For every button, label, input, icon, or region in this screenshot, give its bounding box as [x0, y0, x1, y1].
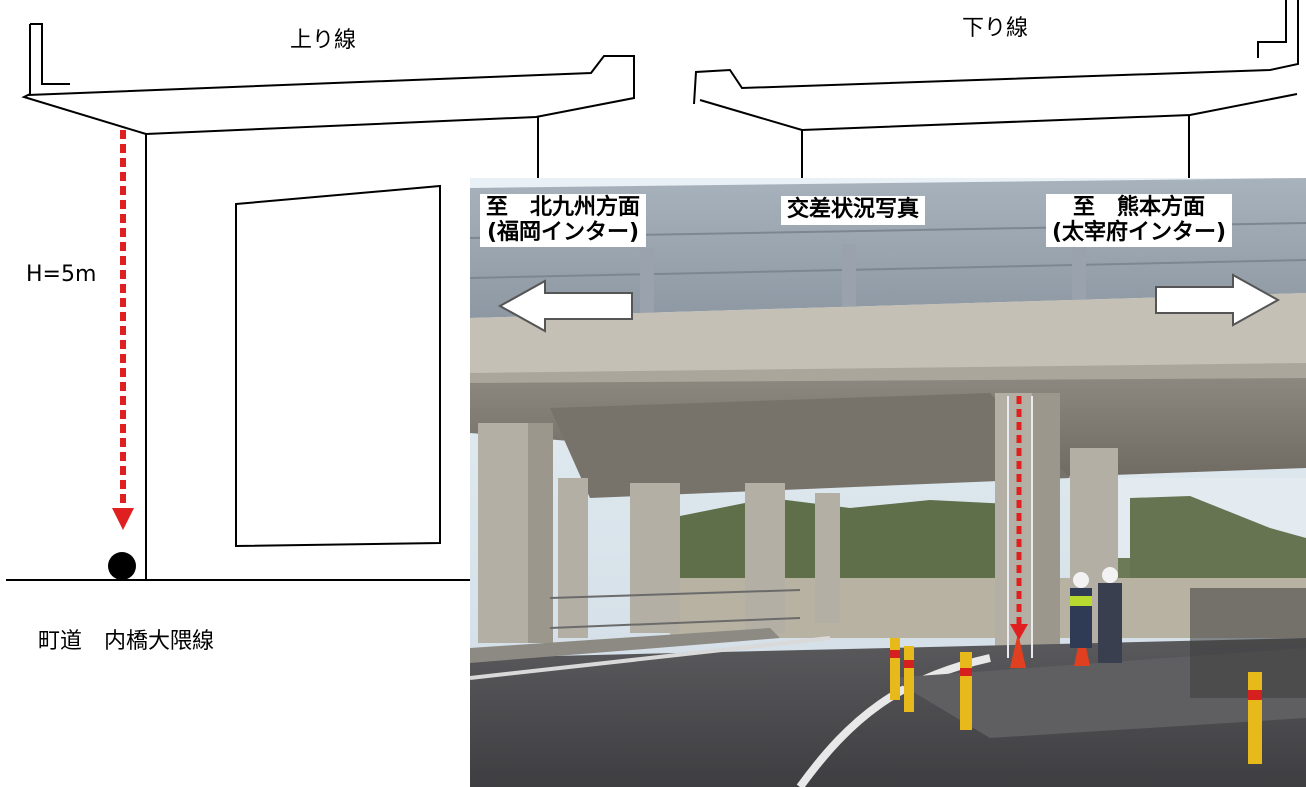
left-destination-box: 至 北九州方面 (福岡インター): [480, 194, 647, 248]
left-destination-line2: (福岡インター): [486, 219, 640, 245]
down-line-deck-bottom: [699, 93, 1298, 132]
crossing-photo: [470, 178, 1306, 787]
down-line-label: 下り線: [962, 16, 1029, 41]
right-destination-line2: (太宰府インター): [1052, 219, 1227, 245]
crossing-photo-illustration: [470, 178, 1306, 787]
sign-board-outline: [235, 184, 441, 548]
up-line-parapet: [30, 23, 70, 85]
clearance-height-label: H=5m: [26, 262, 97, 287]
up-line-deck-outline: [21, 24, 635, 136]
right-destination-line1: 至 熊本方面: [1073, 195, 1206, 220]
down-line-deck-outline: [693, 0, 1299, 105]
up-line-label: 上り線: [290, 28, 357, 53]
right-destination-box: 至 熊本方面 (太宰府インター): [1046, 194, 1233, 248]
down-line-parapet: [1257, 0, 1287, 58]
clearance-arrowhead: [112, 508, 134, 530]
road-name-label: 町道 内橋大隈線: [38, 629, 215, 654]
measure-point-dot: [108, 552, 136, 580]
left-destination-line1: 至 北九州方面: [486, 195, 641, 220]
photo-caption: 交差状況写真: [781, 196, 926, 225]
